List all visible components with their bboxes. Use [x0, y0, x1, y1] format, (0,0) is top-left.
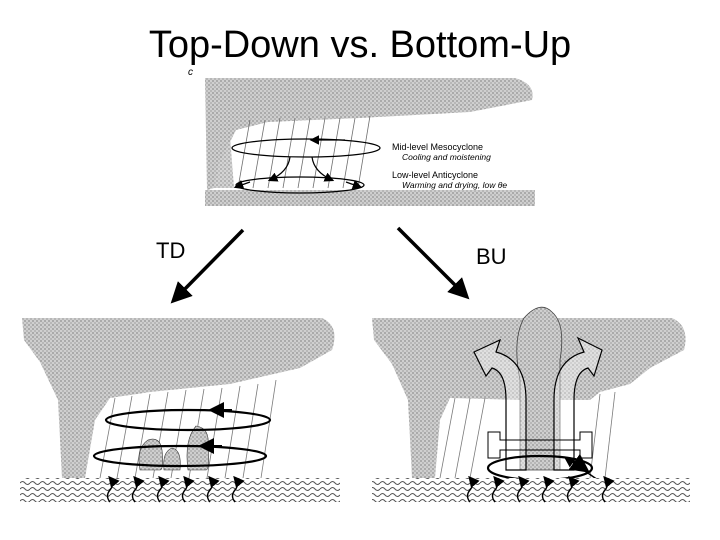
td-diagram — [20, 318, 340, 503]
bu-updraft-arrow-left — [473, 338, 527, 471]
td-tower-2 — [163, 447, 181, 471]
top-anticyclone-arrow-left — [233, 180, 251, 190]
td-anvil-cloud — [22, 318, 335, 478]
td-ground-waves — [20, 478, 340, 502]
bu-ground-waves — [372, 478, 690, 502]
low-level-label: Low-level Anticyclone — [392, 170, 478, 180]
panel-letter: c — [188, 67, 193, 78]
mid-level-label: Mid-level Mesocyclone — [392, 142, 483, 152]
bu-diagram — [372, 306, 690, 503]
td-upper-ring — [104, 408, 272, 432]
bu-squiggle-arrows — [466, 475, 615, 503]
bu-inflow-arrow — [563, 456, 599, 481]
td-precip-shaft — [60, 370, 82, 478]
mid-level-sub: Cooling and moistening — [402, 152, 491, 162]
td-squiggle-arrows — [106, 475, 245, 503]
bu-inflow-frame — [487, 431, 593, 459]
top-outflow-left-arrow — [267, 156, 291, 182]
top-mesocyclone-ring — [231, 138, 381, 158]
td-rain-streaks — [99, 379, 277, 479]
td-label: TD — [156, 238, 186, 263]
top-rain-streaks — [237, 115, 371, 189]
bu-precip-shaft — [410, 370, 432, 478]
bu-label: BU — [476, 244, 507, 269]
low-level-sub: Warming and drying, low θe — [402, 180, 507, 190]
bu-updraft-column — [516, 306, 563, 471]
slide-title: Top-Down vs. Bottom-Up — [148, 24, 572, 66]
top-outflow-right-arrow — [311, 156, 335, 182]
top-anticyclone-arrow-right — [345, 180, 363, 190]
top-precip-shaft — [212, 110, 234, 188]
td-tower-3 — [186, 425, 209, 471]
top-diagram: c — [188, 67, 535, 206]
td-lower-ring — [92, 444, 268, 468]
bu-updraft-arrow-right — [553, 336, 603, 471]
bu-arrow — [396, 226, 470, 300]
top-anvil-cloud — [205, 78, 533, 190]
td-arrow — [170, 228, 245, 304]
bu-rain-streaks — [439, 391, 616, 479]
top-ground — [205, 190, 535, 206]
